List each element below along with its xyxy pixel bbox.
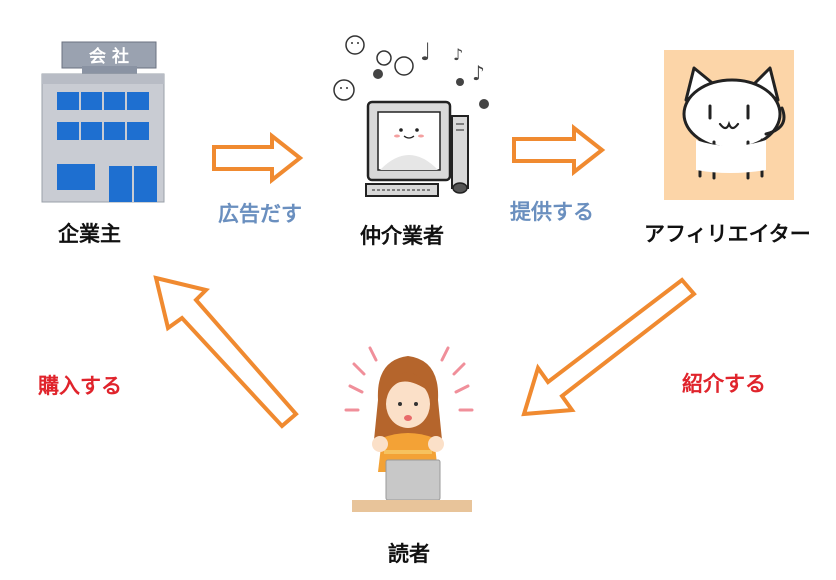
company-building-icon: 会 社	[41, 41, 165, 203]
reader-person-icon	[344, 346, 474, 512]
node-label-intermediary: 仲介業者	[360, 224, 444, 248]
arrow-reader-to-advertiser	[153, 275, 299, 429]
svg-text:♪: ♪	[453, 45, 463, 64]
building-sign-text: 会 社	[89, 46, 129, 67]
node-label-affiliate: アフィリエイター	[644, 222, 811, 246]
svg-text:♪: ♪	[472, 61, 485, 85]
node-label-advertiser: 企業主	[58, 222, 121, 246]
cat-icon	[664, 50, 794, 200]
node-label-reader: 読者	[388, 542, 430, 566]
edge-label-advertise: 広告だす	[218, 202, 302, 226]
arrow-advertiser-to-intermediary	[212, 131, 304, 185]
computer-icon: ♩ ♪ ♪	[333, 35, 489, 197]
edge-label-introduce: 紹介する	[682, 372, 766, 396]
arrow-intermediary-to-affiliate	[512, 123, 606, 177]
arrow-affiliate-to-reader	[521, 277, 697, 417]
edge-label-provide: 提供する	[510, 200, 594, 224]
edge-label-purchase: 購入する	[38, 374, 122, 398]
svg-text:♩: ♩	[420, 38, 431, 66]
